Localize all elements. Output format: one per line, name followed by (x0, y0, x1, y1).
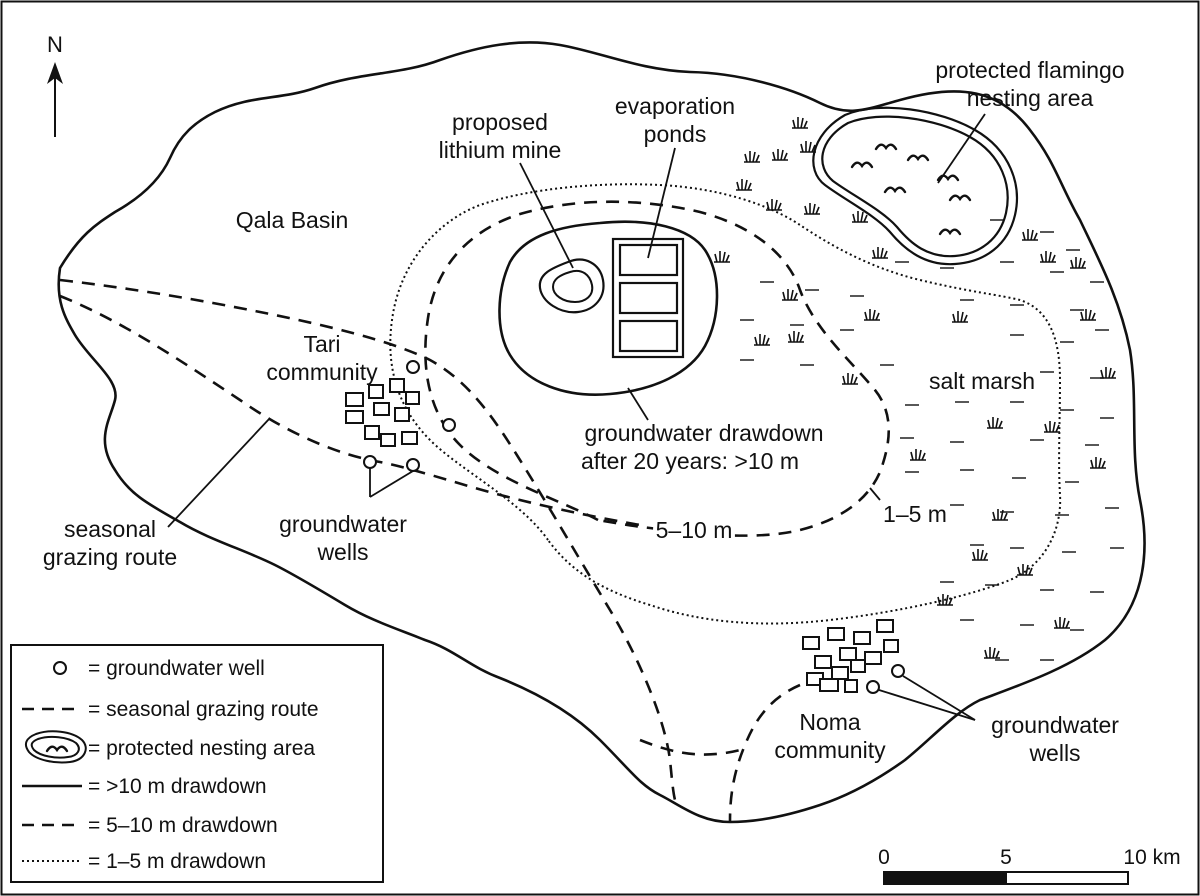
legend-item-10m: = >10 m drawdown (88, 775, 267, 798)
nesting-label-line2: nesting area (967, 85, 1094, 111)
scale-tick-0: 0 (878, 846, 890, 869)
tari-label-line1: Tari (303, 331, 340, 357)
wells-west-label-line2: wells (316, 539, 368, 565)
lithium-mine-pit (538, 258, 605, 314)
noma-community (802, 619, 899, 693)
protected-nesting-area (812, 106, 1019, 266)
legend-well-symbol (53, 661, 67, 675)
legend-box (10, 644, 384, 883)
wells-west-label-line1: groundwater (279, 511, 407, 537)
wells-east-label-line1: groundwater (991, 712, 1119, 738)
tari-community (345, 378, 420, 447)
wells-east-label-line2: wells (1028, 740, 1080, 766)
ponds-label-line2: ponds (644, 121, 707, 147)
drawdown-1-5m-contour (389, 183, 1062, 625)
grazing-label-line2: grazing route (43, 544, 177, 570)
noma-label-line2: community (774, 737, 886, 763)
legend-item-well: = groundwater well (88, 657, 265, 680)
legend-item-5-10m: = 5–10 m drawdown (88, 814, 278, 837)
legend-item-grazing: = seasonal grazing route (88, 698, 319, 721)
salt-marsh-texture (740, 219, 1124, 661)
legend: = groundwater well = seasonal grazing ro… (10, 644, 384, 883)
grazing-label-line1: seasonal (64, 516, 156, 542)
north-label: N (47, 32, 63, 57)
drawdown-10m-contour (498, 220, 719, 396)
drawdown-outer-label: 1–5 m (883, 501, 947, 527)
ponds-label-line1: evaporation (615, 93, 735, 119)
legend-item-1-5m: = 1–5 m drawdown (88, 850, 266, 873)
mine-label-line1: proposed (452, 109, 548, 135)
drawdown-mid-label: 5–10 m (656, 517, 733, 543)
noma-wells (866, 664, 905, 694)
basin-label: Qala Basin (236, 207, 349, 233)
noma-label-line1: Noma (799, 709, 861, 735)
tari-label-line2: community (266, 359, 378, 385)
north-arrow: N (47, 32, 63, 137)
drawdown-inner-label-line1: groundwater drawdown (584, 420, 823, 446)
scale-bar: 0 5 10 km (878, 846, 1181, 885)
evaporation-ponds (611, 237, 685, 359)
drawdown-inner-label-line2: after 20 years: >10 m (581, 448, 799, 474)
legend-item-nesting: = protected nesting area (88, 737, 315, 760)
legend-nesting-symbol (24, 730, 87, 764)
mine-label-line2: lithium mine (439, 137, 562, 163)
scale-tick-5: 5 (1000, 846, 1012, 869)
basin-boundary (57, 41, 1146, 824)
salt-marsh-label: salt marsh (929, 368, 1035, 394)
nesting-label-line1: protected flamingo (935, 57, 1124, 83)
leader-lines (167, 113, 986, 721)
tari-wells (363, 360, 456, 472)
drawdown-5-10m-contour (424, 200, 891, 537)
scale-tick-10: 10 km (1123, 846, 1180, 869)
